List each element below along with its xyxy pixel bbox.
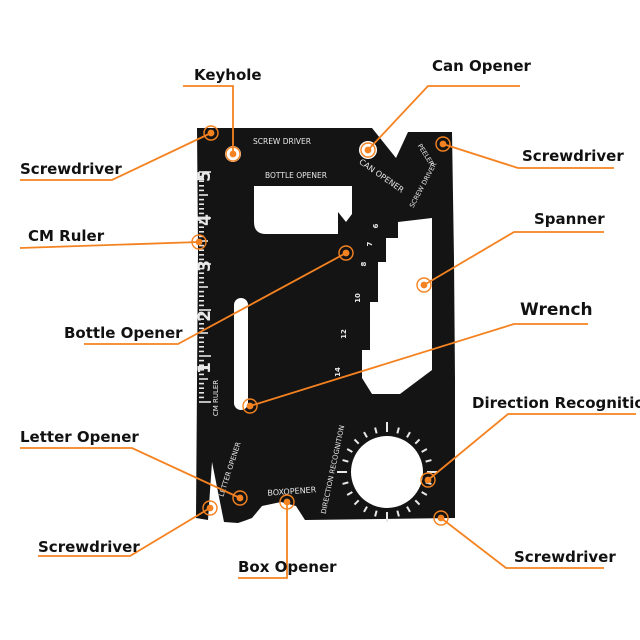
screwdriver-top-right-marker — [435, 136, 451, 152]
wrench-leader — [249, 323, 588, 407]
compass-tick — [363, 506, 368, 513]
spanner-label: Spanner — [534, 210, 605, 228]
compass-tick — [396, 427, 400, 434]
letter-opener-leader — [20, 447, 241, 499]
compass-tick — [342, 459, 349, 463]
compass-ticks — [337, 422, 437, 522]
bottle-opener-marker — [338, 245, 354, 261]
compass-tick — [406, 506, 411, 513]
bottle-opener-label: Bottle Opener — [64, 324, 183, 342]
compass-tick — [425, 459, 432, 463]
compass-tick — [406, 431, 411, 438]
compass-tick — [414, 438, 421, 445]
screwdriver-bottom-left-marker — [202, 500, 218, 516]
card-screw-driver-text: SCREW DRIVER — [253, 137, 311, 146]
ruler-number-5: 5 — [195, 170, 215, 182]
ruler-number-2: 2 — [195, 310, 215, 322]
mm-size-14: 14 — [334, 367, 342, 377]
mm-size-6: 6 — [372, 223, 380, 228]
spanner-leader — [423, 231, 604, 286]
long-slot — [234, 298, 248, 410]
keyhole-leader — [183, 85, 234, 154]
ruler-numbers: 1 2 3 4 5 — [195, 170, 215, 374]
compass-tick — [363, 431, 368, 438]
compass-tick — [414, 499, 421, 506]
ruler-number-4: 4 — [195, 214, 215, 226]
screwdriver-top-left-marker — [203, 125, 219, 141]
compass-tick — [353, 499, 360, 506]
can-opener-label: Can Opener — [432, 57, 531, 75]
screwdriver-bottom-right-marker — [433, 510, 449, 526]
spanner-cutout — [362, 218, 432, 394]
box-opener-marker — [279, 494, 295, 510]
screwdriver-bottom-right-leader — [440, 517, 604, 569]
screwdriver-top-right-label: Screwdriver — [522, 147, 624, 165]
screwdriver-bottom-right-label: Screwdriver — [514, 548, 616, 566]
card-box-opener-text: BOXOPENER — [267, 485, 317, 497]
compass-hole — [351, 436, 423, 508]
mm-size-10: 10 — [354, 293, 362, 303]
cm-ruler-leader — [19, 241, 200, 249]
ruler-number-3: 3 — [195, 260, 215, 272]
letter-opener-marker — [232, 490, 248, 506]
wrench-label: Wrench — [520, 300, 593, 320]
cm-ruler-marker — [191, 234, 207, 250]
cm-ruler-label: CM Ruler — [28, 227, 105, 245]
mm-size-7: 7 — [366, 241, 374, 246]
bottle-opener-leader — [84, 252, 347, 345]
compass-tick — [421, 448, 428, 453]
compass-tick — [421, 491, 428, 496]
mm-size-8: 8 — [360, 261, 368, 266]
direction-recognition-marker — [420, 472, 436, 488]
bottle-opener-cutout — [254, 186, 352, 234]
compass-tick — [374, 510, 378, 517]
card-bottle-opener-text: BOTTLE OPENER — [265, 171, 327, 180]
compass-tick — [353, 438, 360, 445]
wrench-marker — [242, 398, 258, 414]
screwdriver-top-left-label: Screwdriver — [20, 160, 122, 178]
can-opener-marker — [360, 142, 376, 158]
direction-recognition-leader — [427, 413, 636, 481]
compass-tick — [342, 481, 349, 485]
spanner-marker — [416, 277, 432, 293]
compass-tick — [396, 510, 400, 517]
box-opener-label: Box Opener — [238, 558, 337, 576]
compass-tick — [346, 491, 353, 496]
screwdriver-top-right-leader — [442, 143, 614, 169]
callout-markers — [191, 125, 451, 526]
keyhole-label: Keyhole — [194, 66, 262, 84]
letter-opener-label: Letter Opener — [20, 428, 139, 446]
compass-tick — [346, 448, 353, 453]
ruler-number-1: 1 — [195, 362, 215, 374]
card-cm-ruler-text: CM RULER — [212, 380, 220, 416]
screwdriver-bottom-left-leader — [38, 507, 211, 557]
screwdriver-top-left-leader — [20, 132, 212, 181]
screwdriver-bottom-left-label: Screwdriver — [38, 538, 140, 556]
direction-recognition-label: Direction Recognition — [472, 394, 640, 412]
mm-size-12: 12 — [340, 329, 348, 339]
keyhole-marker — [225, 146, 241, 162]
box-opener-leader — [238, 502, 288, 579]
compass-tick — [374, 427, 378, 434]
can-opener-leader — [367, 85, 520, 151]
